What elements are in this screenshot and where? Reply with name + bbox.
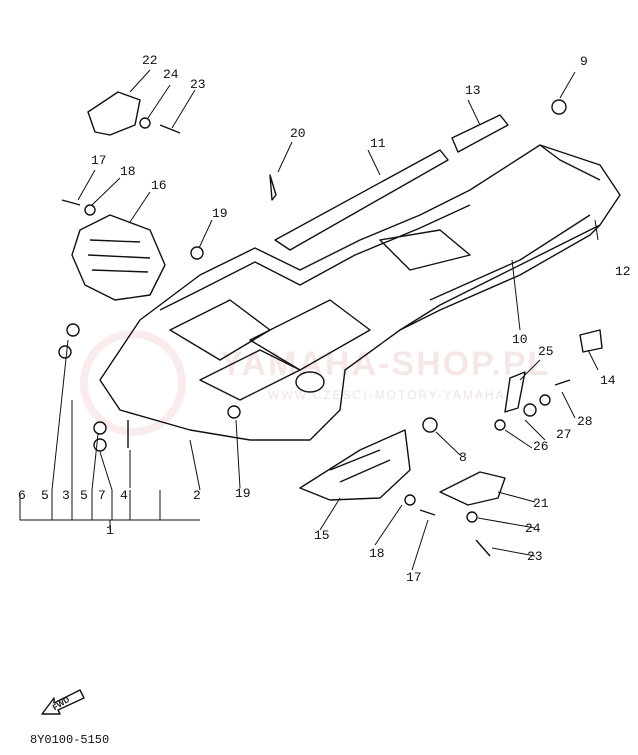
screw-23 — [159, 124, 181, 134]
callout-9: 9 — [580, 54, 588, 69]
callout-25: 25 — [538, 344, 554, 359]
grommet-19b — [227, 405, 241, 419]
callout-18: 18 — [120, 164, 136, 179]
grommet-8 — [422, 417, 438, 433]
stripe-11 — [274, 149, 449, 251]
callout-16: 16 — [151, 178, 167, 193]
washer-18b — [404, 494, 416, 506]
callout-17: 17 — [91, 153, 107, 168]
callout-5b: 5 — [80, 488, 88, 503]
callout-17b: 17 — [406, 570, 422, 585]
washer-24b — [466, 511, 478, 523]
diagram-code: 8Y0100-5150 — [30, 733, 110, 747]
callout-21: 21 — [533, 496, 549, 511]
watermark-logo — [80, 330, 186, 436]
callout-1: 1 — [106, 523, 114, 538]
stripe-13 — [451, 114, 509, 153]
collar-5b — [93, 421, 107, 435]
label-14 — [579, 329, 603, 353]
callout-8: 8 — [459, 450, 467, 465]
bolt-17 — [61, 199, 81, 206]
bracket-22 — [87, 91, 141, 136]
callout-3: 3 — [62, 488, 70, 503]
washer-24 — [139, 117, 151, 129]
bolt-17b — [419, 509, 436, 516]
callout-19: 19 — [212, 206, 228, 221]
bolt-28 — [554, 379, 571, 386]
callout-10: 10 — [512, 332, 528, 347]
callout-24b: 24 — [525, 521, 541, 536]
collar-7 — [93, 438, 107, 452]
cap-9 — [551, 99, 567, 115]
bottom-cover-15 — [299, 429, 411, 501]
rivet-20 — [269, 174, 277, 201]
callout-13: 13 — [465, 83, 481, 98]
plate-25 — [504, 371, 526, 413]
callout-22: 22 — [142, 53, 158, 68]
callout-26: 26 — [533, 439, 549, 454]
callout-23: 23 — [190, 77, 206, 92]
collar-26 — [523, 403, 537, 417]
callout-12: 12 — [615, 264, 631, 279]
callout-19b: 19 — [235, 486, 251, 501]
washer-18 — [84, 204, 96, 216]
callout-7: 7 — [98, 488, 106, 503]
callout-11: 11 — [370, 136, 386, 151]
washer-27b — [539, 394, 551, 406]
callout-20: 20 — [290, 126, 306, 141]
bracket-21 — [439, 471, 506, 506]
callout-23b: 23 — [527, 549, 543, 564]
watermark-subtext: WWW.CZESCI-MOTORY-YAMAHA — [268, 388, 506, 402]
callout-5: 5 — [41, 488, 49, 503]
callout-14: 14 — [600, 373, 616, 388]
callout-24: 24 — [163, 67, 179, 82]
screw-23b — [475, 539, 491, 557]
washer-27a — [494, 419, 506, 431]
collar-6 — [66, 323, 80, 337]
watermark-text: YAMAHA-SHOP.PL — [220, 345, 551, 383]
grommet-19a — [190, 246, 204, 260]
collar-5a — [58, 345, 72, 359]
callout-28: 28 — [577, 414, 593, 429]
callout-18b: 18 — [369, 546, 385, 561]
forward-arrow-icon — [41, 689, 85, 715]
front-cowl — [71, 214, 166, 301]
callout-27: 27 — [556, 427, 572, 442]
callout-2: 2 — [193, 488, 201, 503]
callout-15: 15 — [314, 528, 330, 543]
callout-4: 4 — [120, 488, 128, 503]
callout-6: 6 — [18, 488, 26, 503]
